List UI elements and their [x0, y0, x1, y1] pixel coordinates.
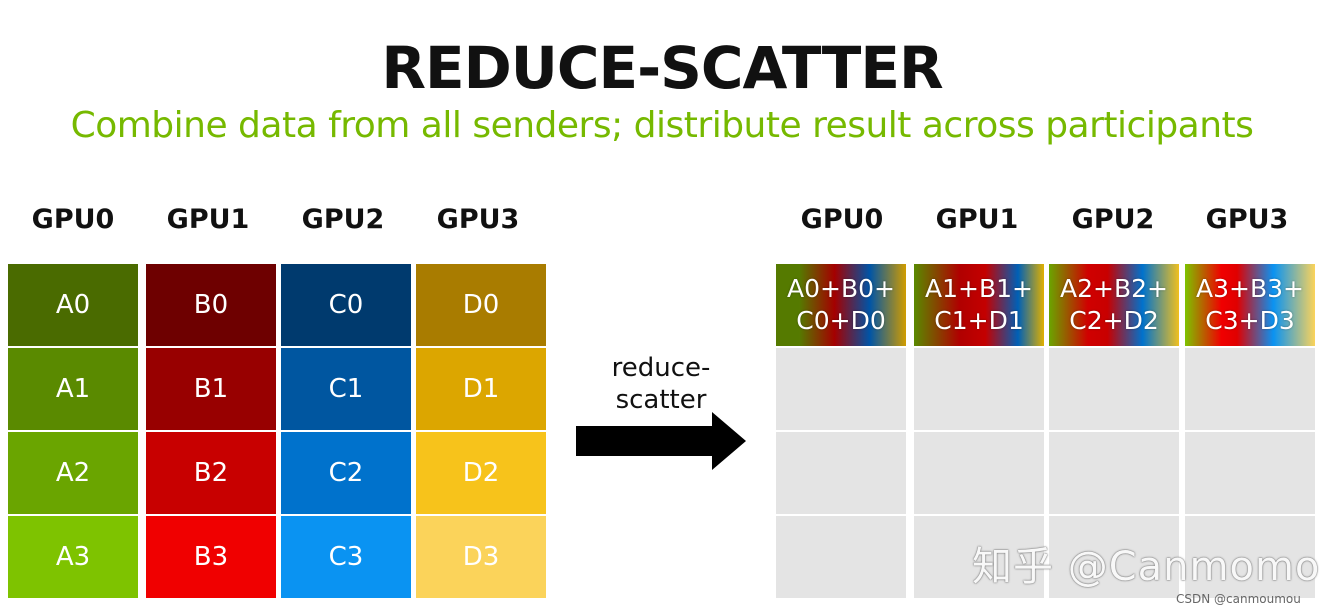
result-line: C1+D1	[934, 306, 1024, 335]
empty-cell	[914, 348, 1044, 430]
result-line: C3+D3	[1205, 306, 1295, 335]
after-header-gpu2: GPU2	[1071, 204, 1155, 235]
before-cell: C1	[281, 348, 411, 430]
empty-cell	[776, 348, 906, 430]
result-cell-gpu0: A0+B0+ C0+D0	[776, 264, 906, 346]
empty-cell	[1185, 348, 1315, 430]
before-cell: B0	[146, 264, 276, 346]
result-line: C2+D2	[1069, 306, 1159, 335]
result-cell-gpu3: A3+B3+ C3+D3	[1185, 264, 1315, 346]
before-cell: A2	[8, 432, 138, 514]
empty-cell	[1049, 432, 1179, 514]
diagram-subtitle: Combine data from all senders; distribut…	[70, 105, 1254, 146]
arrow-label-line2: scatter	[615, 385, 707, 415]
arrow-label-line1: reduce-	[611, 353, 711, 383]
result-line: A1+B1+	[925, 274, 1033, 303]
before-cell: C2	[281, 432, 411, 514]
right-arrow-icon	[576, 412, 746, 470]
before-cell: D0	[416, 264, 546, 346]
empty-cell	[1049, 516, 1179, 598]
after-header-gpu1: GPU1	[935, 204, 1019, 235]
empty-cell	[1049, 348, 1179, 430]
before-cell: D1	[416, 348, 546, 430]
empty-cell	[914, 516, 1044, 598]
before-cell: C0	[281, 264, 411, 346]
before-cell: C3	[281, 516, 411, 598]
before-cell: A0	[8, 264, 138, 346]
empty-cell	[776, 432, 906, 514]
before-cell: D3	[416, 516, 546, 598]
watermark: 知乎 @Canmomo	[972, 544, 1321, 590]
before-cell: B1	[146, 348, 276, 430]
before-cell: A3	[8, 516, 138, 598]
result-cell-gpu2: A2+B2+ C2+D2	[1049, 264, 1179, 346]
before-cell: A1	[8, 348, 138, 430]
diagram-title: REDUCE-SCATTER	[381, 34, 943, 102]
before-header-gpu0: GPU0	[31, 204, 115, 235]
before-cell: D2	[416, 432, 546, 514]
before-header-gpu3: GPU3	[436, 204, 520, 235]
result-cell-gpu1: A1+B1+ C1+D1	[914, 264, 1044, 346]
result-line: A2+B2+	[1060, 274, 1168, 303]
before-header-gpu2: GPU2	[301, 204, 385, 235]
before-cell: B2	[146, 432, 276, 514]
credit-text: CSDN @canmoumou	[1176, 592, 1301, 606]
after-header-gpu3: GPU3	[1205, 204, 1289, 235]
arrow-label: reduce- scatter	[576, 352, 746, 416]
after-header-gpu0: GPU0	[800, 204, 884, 235]
result-line: C0+D0	[796, 306, 886, 335]
before-header-gpu1: GPU1	[166, 204, 250, 235]
empty-cell	[1185, 516, 1315, 598]
before-cell: B3	[146, 516, 276, 598]
result-line: A3+B3+	[1196, 274, 1304, 303]
empty-cell	[914, 432, 1044, 514]
empty-cell	[1185, 432, 1315, 514]
result-line: A0+B0+	[787, 274, 895, 303]
empty-cell	[776, 516, 906, 598]
